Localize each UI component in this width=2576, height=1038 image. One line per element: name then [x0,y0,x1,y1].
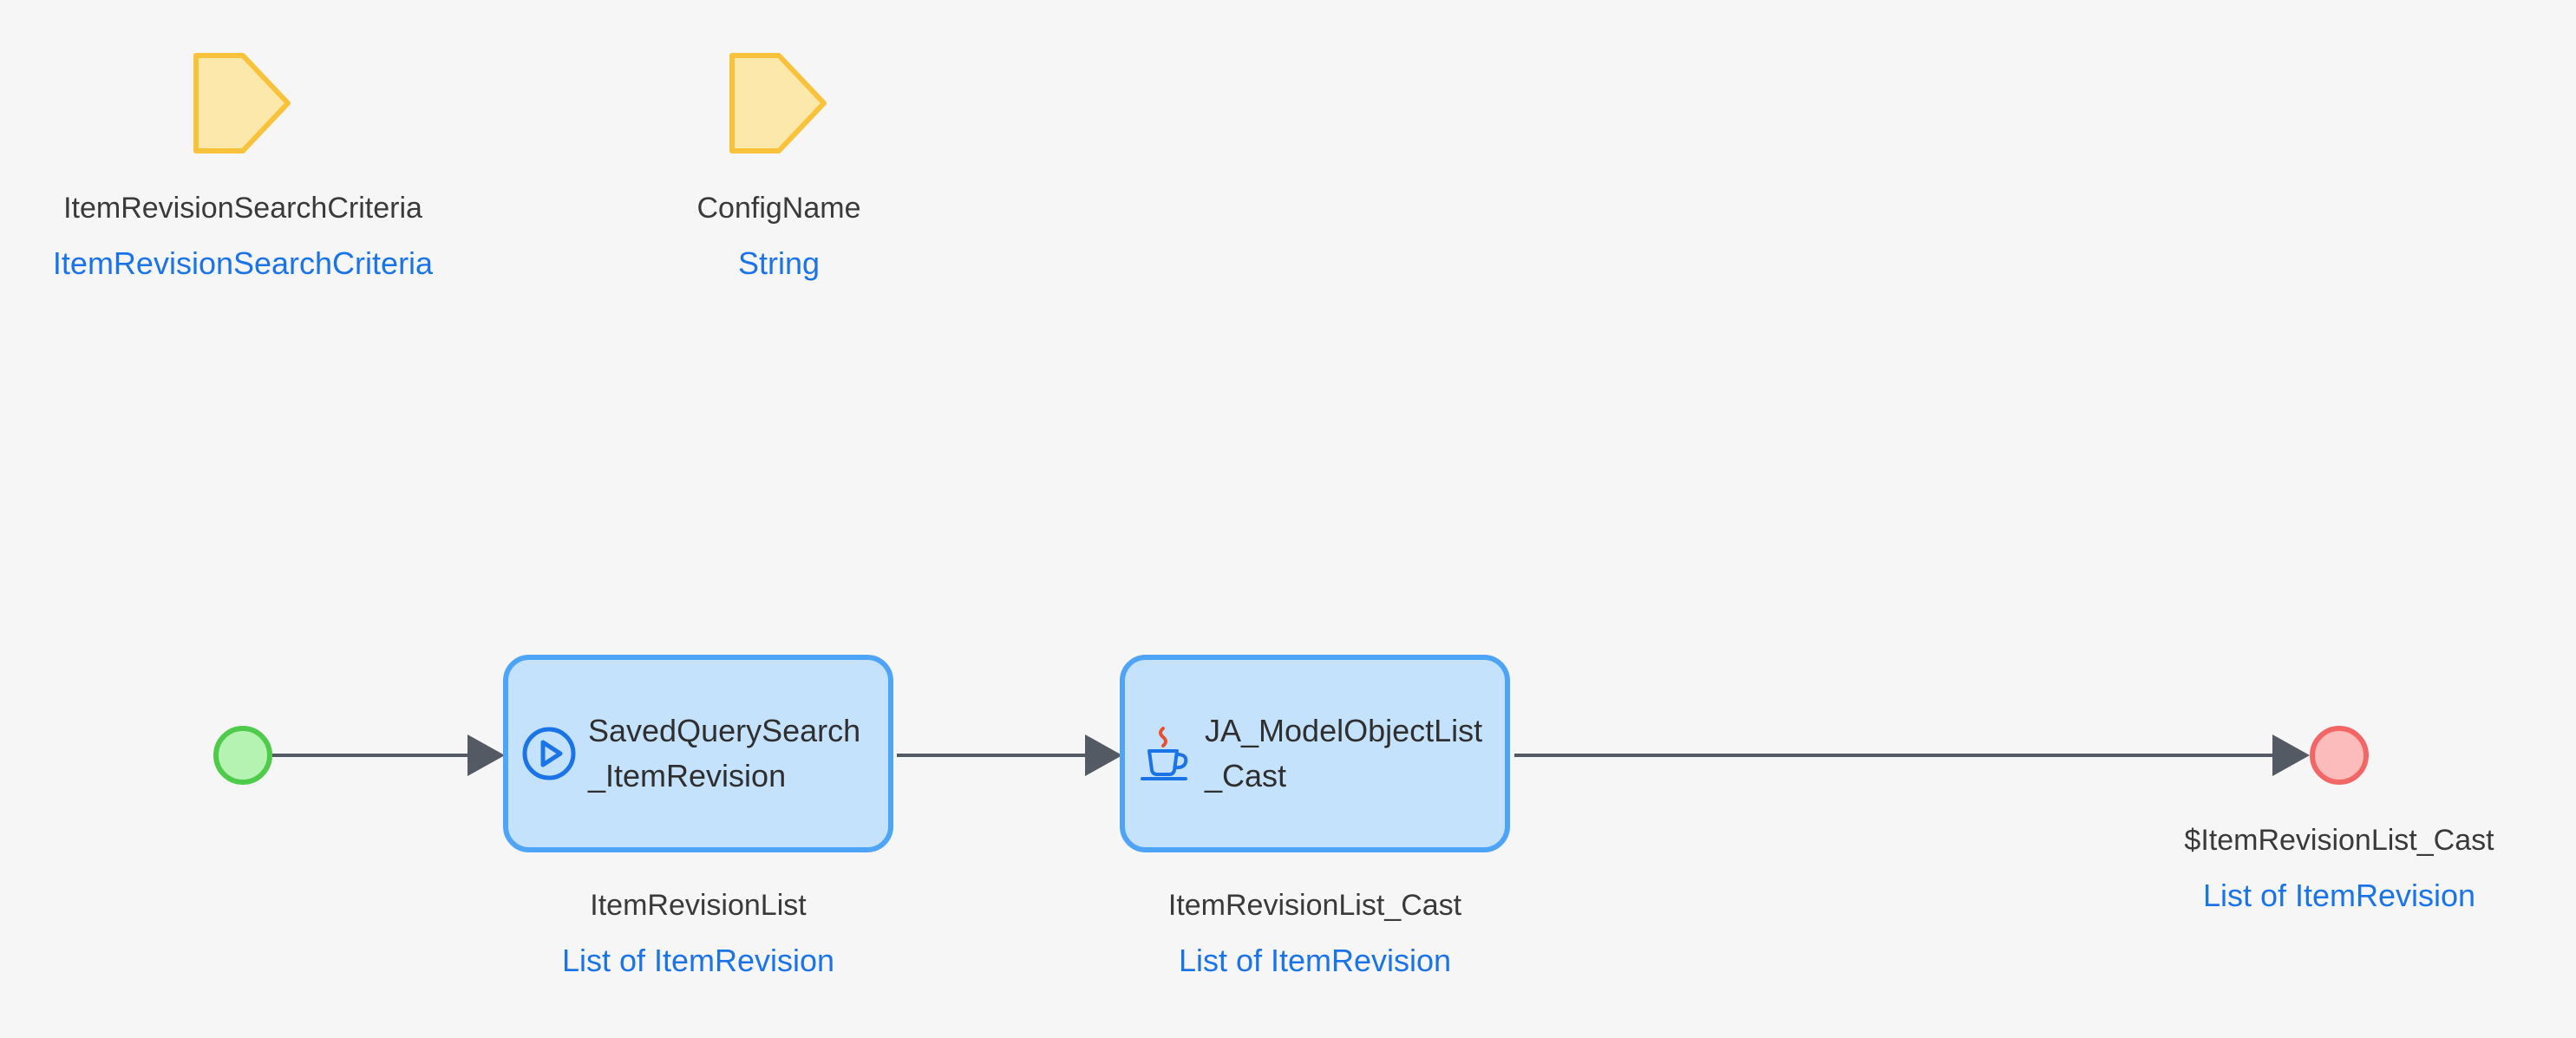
output-variable-name: ItemRevisionList_Cast [1167,889,1462,922]
parameter-name: ItemRevisionSearchCriteria [63,192,422,225]
flow-activity-2-to-end[interactable] [1514,734,2310,776]
play-circle-icon [522,727,576,780]
activity-action-name: SavedQuerySearch_ItemRevision [588,713,861,793]
activity-output-item-revision-list: ItemRevisionList List of ItemRevision [473,888,924,980]
output-variable-type: List of ItemRevision [1178,943,1452,978]
parameter-icon [193,53,291,153]
java-coffee-cup-icon [1141,727,1188,780]
activity-action-name: JA_ModelObjectList_Cast [1205,713,1483,793]
end-event-return: $ItemRevisionList_Cast List of ItemRevis… [2114,823,2565,915]
parameter-config-name[interactable]: ConfigName String [553,52,1004,283]
flow-start-to-activity-1[interactable] [272,734,505,776]
end-event[interactable] [2310,726,2369,785]
output-variable-name: ItemRevisionList [590,889,807,922]
activity-saved-query-search[interactable]: SavedQuerySearch_ItemRevision [503,655,893,852]
output-variable-type: List of ItemRevision [561,943,835,978]
parameter-type: String [737,245,821,281]
parameter-name: ConfigName [696,192,861,225]
activity-output-item-revision-list-cast: ItemRevisionList_Cast List of ItemRevisi… [1089,888,1540,980]
activity-java-action-cast[interactable]: JA_ModelObjectList_Cast [1120,655,1510,852]
parameter-icon [729,53,827,153]
parameter-item-revision-search-criteria[interactable]: ItemRevisionSearchCriteria ItemRevisionS… [17,52,468,283]
return-type: List of ItemRevision [2202,878,2476,913]
start-event[interactable] [213,726,272,785]
flow-activity-1-to-activity-2[interactable] [897,734,1122,776]
parameter-type: ItemRevisionSearchCriteria [52,245,434,281]
return-value: $ItemRevisionList_Cast [2184,824,2494,857]
